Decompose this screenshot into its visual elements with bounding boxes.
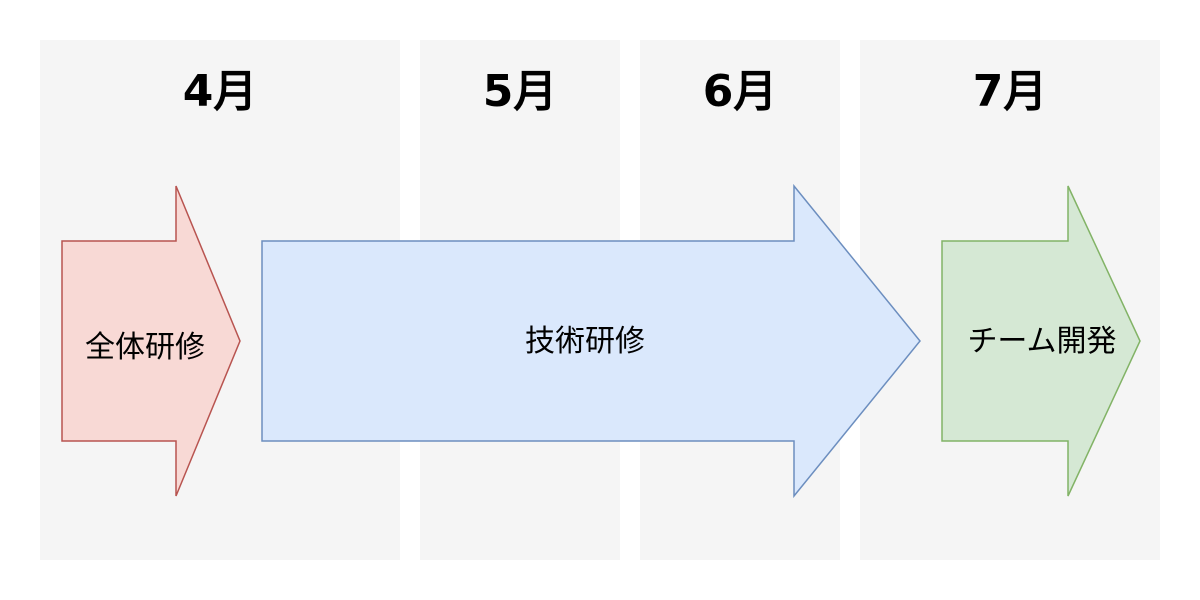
phase-label-gijutsu-kenshu: 技術研修 (525, 324, 645, 359)
month-label-may: 5月 (482, 66, 558, 117)
month-label-april: 4月 (182, 66, 258, 117)
phase-label-zentai-kenshu: 全体研修 (85, 330, 205, 365)
month-label-june: 6月 (702, 66, 778, 117)
arrow-zentai-kenshu (61, 185, 241, 497)
phase-label-team-kaihatsu: チーム開発 (967, 324, 1117, 359)
arrow-team-kaihatsu (941, 185, 1141, 497)
month-label-july: 7月 (972, 66, 1048, 117)
arrow-gijutsu-kenshu (261, 183, 921, 499)
